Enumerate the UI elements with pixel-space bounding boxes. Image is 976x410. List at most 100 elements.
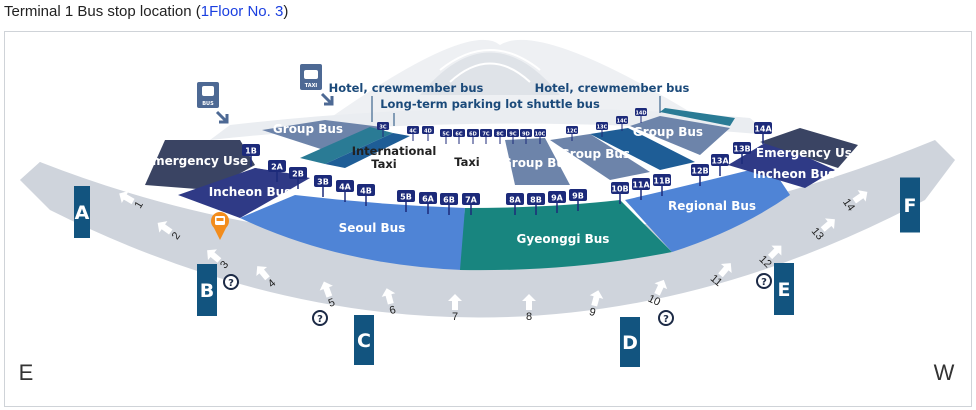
stop-tag-label: 5B — [400, 193, 412, 202]
info-icon[interactable]: ? — [658, 310, 674, 326]
stop-tag[interactable]: 2A — [268, 160, 286, 182]
svg-text:?: ? — [663, 314, 669, 325]
zone-label-group-4: Group Bus — [633, 125, 703, 139]
zone-gyeonggi[interactable] — [460, 200, 672, 271]
stop-tag[interactable]: 4D — [422, 126, 434, 141]
current-location-marker — [211, 212, 229, 240]
stop-tag[interactable]: 12C — [566, 126, 578, 141]
zone-label-intl-taxi-2: Taxi — [371, 157, 396, 171]
zone-regional[interactable] — [625, 165, 790, 252]
stop-tag[interactable]: 4B — [357, 184, 375, 206]
stop-tag-label: 7C — [482, 132, 489, 138]
door-arrow: 8 — [522, 294, 536, 323]
gate-letter: C — [357, 330, 371, 352]
stop-tag[interactable]: 6C — [453, 129, 465, 144]
stop-tag-label: 14A — [754, 125, 772, 134]
info-icon[interactable]: ? — [756, 273, 772, 289]
info-icon[interactable]: ? — [312, 310, 328, 326]
gate-marker: F — [900, 177, 920, 233]
door-arrow: 6 — [381, 288, 397, 317]
stop-tag-label: 1B — [245, 147, 257, 156]
compass-east: E — [19, 360, 34, 385]
lane-dark-right — [590, 128, 695, 170]
stop-tag[interactable]: 6D — [467, 129, 479, 144]
stop-tag[interactable]: 3B — [314, 175, 332, 197]
stop-tag-label: 4B — [360, 187, 372, 196]
zone-group-3[interactable] — [550, 134, 650, 180]
stop-tag-label: 14D — [635, 111, 646, 117]
door-arrow: 10 — [646, 279, 668, 309]
zone-emergency-right[interactable] — [760, 128, 858, 168]
stop-tag[interactable]: 13A — [711, 154, 729, 176]
zone-incheon-right[interactable] — [728, 140, 835, 188]
stop-tag[interactable]: 9C — [507, 129, 519, 144]
zone-group-4[interactable] — [630, 116, 730, 155]
stop-tag-label: 3C — [379, 125, 386, 131]
door-arrow: 5 — [319, 281, 337, 310]
stop-tag[interactable]: 6A — [419, 192, 437, 214]
stop-tag[interactable]: 3C — [377, 122, 389, 137]
stop-tag[interactable]: 7C — [480, 129, 492, 144]
door-arrow: 1 — [119, 190, 146, 211]
stop-tag[interactable]: 4A — [336, 180, 354, 202]
stop-tag[interactable]: 13C — [596, 122, 608, 137]
door-number: 9 — [588, 306, 597, 319]
stop-tag[interactable]: 13B — [733, 142, 751, 164]
stop-tag-label: 6A — [422, 195, 435, 204]
stop-tag[interactable]: 4C — [407, 126, 419, 141]
gate-marker: A — [74, 186, 90, 238]
gate-letter: E — [778, 279, 791, 301]
door-number: 1 — [132, 199, 145, 210]
stop-tag[interactable]: 8C — [494, 129, 506, 144]
zone-seoul[interactable] — [240, 195, 465, 270]
zone-label-incheon-left: Incheon Bus — [209, 185, 292, 199]
stop-tag[interactable]: 1B — [242, 144, 260, 166]
door-number: 5 — [327, 296, 337, 309]
stop-tag-label: 9B — [572, 192, 584, 201]
zone-label-group-1: Group Bus — [273, 122, 343, 136]
stop-tag-label: 12B — [691, 167, 708, 176]
stop-tag[interactable]: 14D — [635, 108, 647, 123]
stop-tag[interactable]: 14C — [616, 116, 628, 131]
stop-tag[interactable]: 9B — [569, 189, 587, 211]
stop-tag[interactable]: 11A — [632, 178, 650, 200]
door-arrow: 9 — [588, 290, 604, 319]
stop-tag-label: 5C — [442, 132, 449, 138]
stop-tag[interactable]: 12B — [691, 164, 709, 186]
stop-tag[interactable]: 8A — [506, 193, 524, 215]
stop-tag[interactable]: 7A — [462, 193, 480, 215]
stop-tag[interactable]: 6B — [440, 193, 458, 215]
gate-letter: B — [200, 280, 214, 302]
stop-tag-label: 13B — [733, 145, 750, 154]
zone-group-2[interactable] — [505, 138, 570, 185]
stop-tag[interactable]: 2B — [289, 167, 307, 189]
zone-group-1[interactable] — [262, 120, 390, 152]
lane-intl-taxi — [325, 133, 410, 168]
door-number: 2 — [170, 230, 183, 242]
stop-tag[interactable]: 5B — [397, 190, 415, 212]
stop-tag-label: 13C — [597, 125, 608, 131]
stop-tag-label: 6D — [469, 132, 477, 138]
stop-tag[interactable]: 14A — [754, 122, 772, 144]
stop-tag[interactable]: 9A — [548, 191, 566, 213]
zone-emergency-left[interactable] — [145, 140, 255, 190]
stop-tag-label: 9D — [522, 132, 530, 138]
zone-label-intl-taxi-1: International — [352, 144, 437, 158]
svg-text:?: ? — [761, 277, 767, 288]
stop-tag-label: 12C — [567, 129, 578, 135]
stop-tag[interactable]: 8B — [527, 193, 545, 215]
svg-text:?: ? — [228, 278, 234, 289]
stop-tag[interactable]: 9D — [520, 129, 532, 144]
gate-letter: A — [75, 202, 90, 224]
info-icon[interactable]: ? — [223, 274, 239, 290]
zone-label-regional: Regional Bus — [668, 199, 756, 213]
stop-tag[interactable]: 10B — [611, 182, 629, 204]
stop-tag[interactable]: 10C — [534, 129, 546, 144]
stop-tag[interactable]: 11B — [653, 174, 671, 196]
taxi-icon-text: TAXI — [305, 83, 318, 89]
stop-tag-label: 4D — [424, 129, 432, 135]
zone-label-emergency-left: Emergency Use — [144, 154, 248, 168]
stop-tag[interactable]: 5C — [440, 129, 452, 144]
